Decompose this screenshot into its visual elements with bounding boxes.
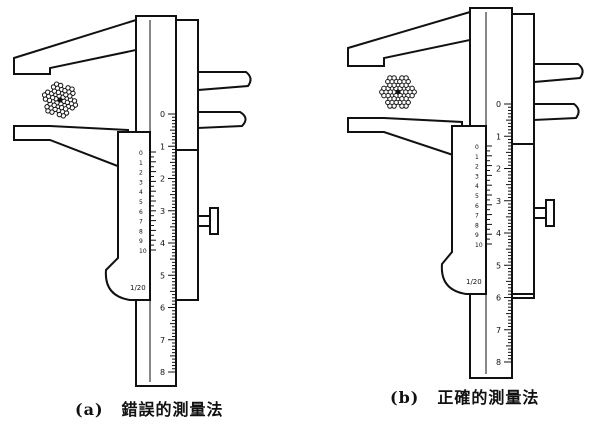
slider-back (511, 143, 535, 295)
vernier-label: 7 (139, 219, 143, 226)
vernier-label: 4 (475, 183, 479, 190)
scale-label: 8 (496, 358, 501, 367)
vernier-label: 6 (139, 209, 143, 216)
wire-strand (385, 96, 399, 109)
main-scale-b: 0 1 2 3 4 5 6 7 8 (496, 100, 512, 367)
panel-a-caliper (13, 15, 252, 387)
scale-label: 7 (496, 326, 501, 335)
scale-label: 7 (160, 336, 165, 345)
scale-label: 8 (160, 368, 165, 377)
caption-a: (a) 錯誤的測量法 (75, 396, 224, 420)
upper-fixed-jaw (13, 18, 137, 75)
wire-strand (391, 85, 405, 99)
main-scale-a: 0 1 2 3 4 5 6 7 8 (160, 110, 176, 377)
wire-strand (55, 104, 70, 119)
scale-label: 2 (160, 175, 165, 184)
caption-b-tag: (b) (390, 388, 420, 407)
caption-a-tag: (a) (75, 400, 104, 419)
upper-movable-jaw (197, 71, 252, 92)
upper-fixed-jaw (347, 10, 471, 67)
scale-label: 0 (496, 100, 501, 109)
scale-label: 1 (496, 132, 501, 141)
vernier-label: 8 (475, 222, 479, 229)
vernier-label: 3 (475, 173, 479, 180)
vernier-label: 7 (475, 213, 479, 220)
vernier-label: 5 (139, 199, 143, 206)
vernier-label: 5 (475, 193, 479, 200)
vernier-label: 2 (139, 170, 143, 177)
vernier-label: 1 (139, 160, 143, 167)
vernier-label: 9 (475, 232, 479, 239)
wire-strand (379, 85, 393, 99)
scale-label: 2 (496, 165, 501, 174)
lower-movable-jaw-tip (197, 111, 247, 130)
wire-strand (50, 81, 65, 96)
vernier-label: 10 (475, 242, 483, 249)
vernier-scale-b: 0 1 2 3 4 5 6 7 8 9 10 1/20 (466, 144, 492, 286)
vernier-slider (440, 125, 487, 295)
vernier-label: 1 (475, 154, 479, 161)
caption-b-text: 正確的測量法 (437, 388, 540, 407)
wire-strand (385, 75, 399, 88)
scale-label: 3 (160, 207, 165, 216)
panel-b-caliper (347, 7, 584, 379)
scale-label: 5 (496, 261, 501, 270)
wire-strand (53, 93, 67, 107)
wire-strand (62, 85, 76, 99)
wire-strand (403, 85, 417, 99)
vernier-label: 4 (139, 189, 143, 196)
vernier-label: 8 (139, 228, 143, 235)
caption-a-text: 錯誤的測量法 (121, 400, 224, 419)
wire-rope-a (41, 81, 79, 119)
vernier-label: 6 (475, 203, 479, 210)
scale-label: 3 (496, 197, 501, 206)
vernier-unit-label: 1/20 (130, 284, 146, 292)
vernier-label: 2 (475, 164, 479, 171)
wire-strand (397, 96, 411, 109)
scale-label: 0 (160, 110, 165, 119)
lower-fixed-jaw (347, 117, 463, 160)
vernier-scale-a: 0 1 2 3 4 5 6 7 8 9 10 1/20 (130, 150, 156, 292)
scale-label: 4 (496, 229, 501, 238)
wire-strand (397, 75, 411, 88)
vernier-label: 3 (139, 179, 143, 186)
lower-fixed-jaw (13, 125, 129, 172)
scale-label: 1 (160, 142, 165, 151)
vernier-slider (104, 131, 151, 301)
vernier-label: 10 (139, 248, 147, 255)
scale-label: 6 (160, 304, 165, 313)
vernier-label: 9 (139, 238, 143, 245)
vernier-label: 0 (475, 144, 479, 151)
scale-label: 5 (160, 271, 165, 280)
wire-rope-b (379, 75, 417, 109)
scale-label: 6 (496, 294, 501, 303)
vernier-unit-label: 1/20 (466, 278, 482, 286)
caption-b: (b) 正確的測量法 (390, 384, 539, 408)
upper-movable-jaw (533, 63, 584, 84)
lower-movable-jaw-tip (533, 103, 580, 122)
scale-label: 4 (160, 239, 165, 248)
vernier-label: 0 (139, 150, 143, 157)
slider-back (175, 149, 199, 301)
